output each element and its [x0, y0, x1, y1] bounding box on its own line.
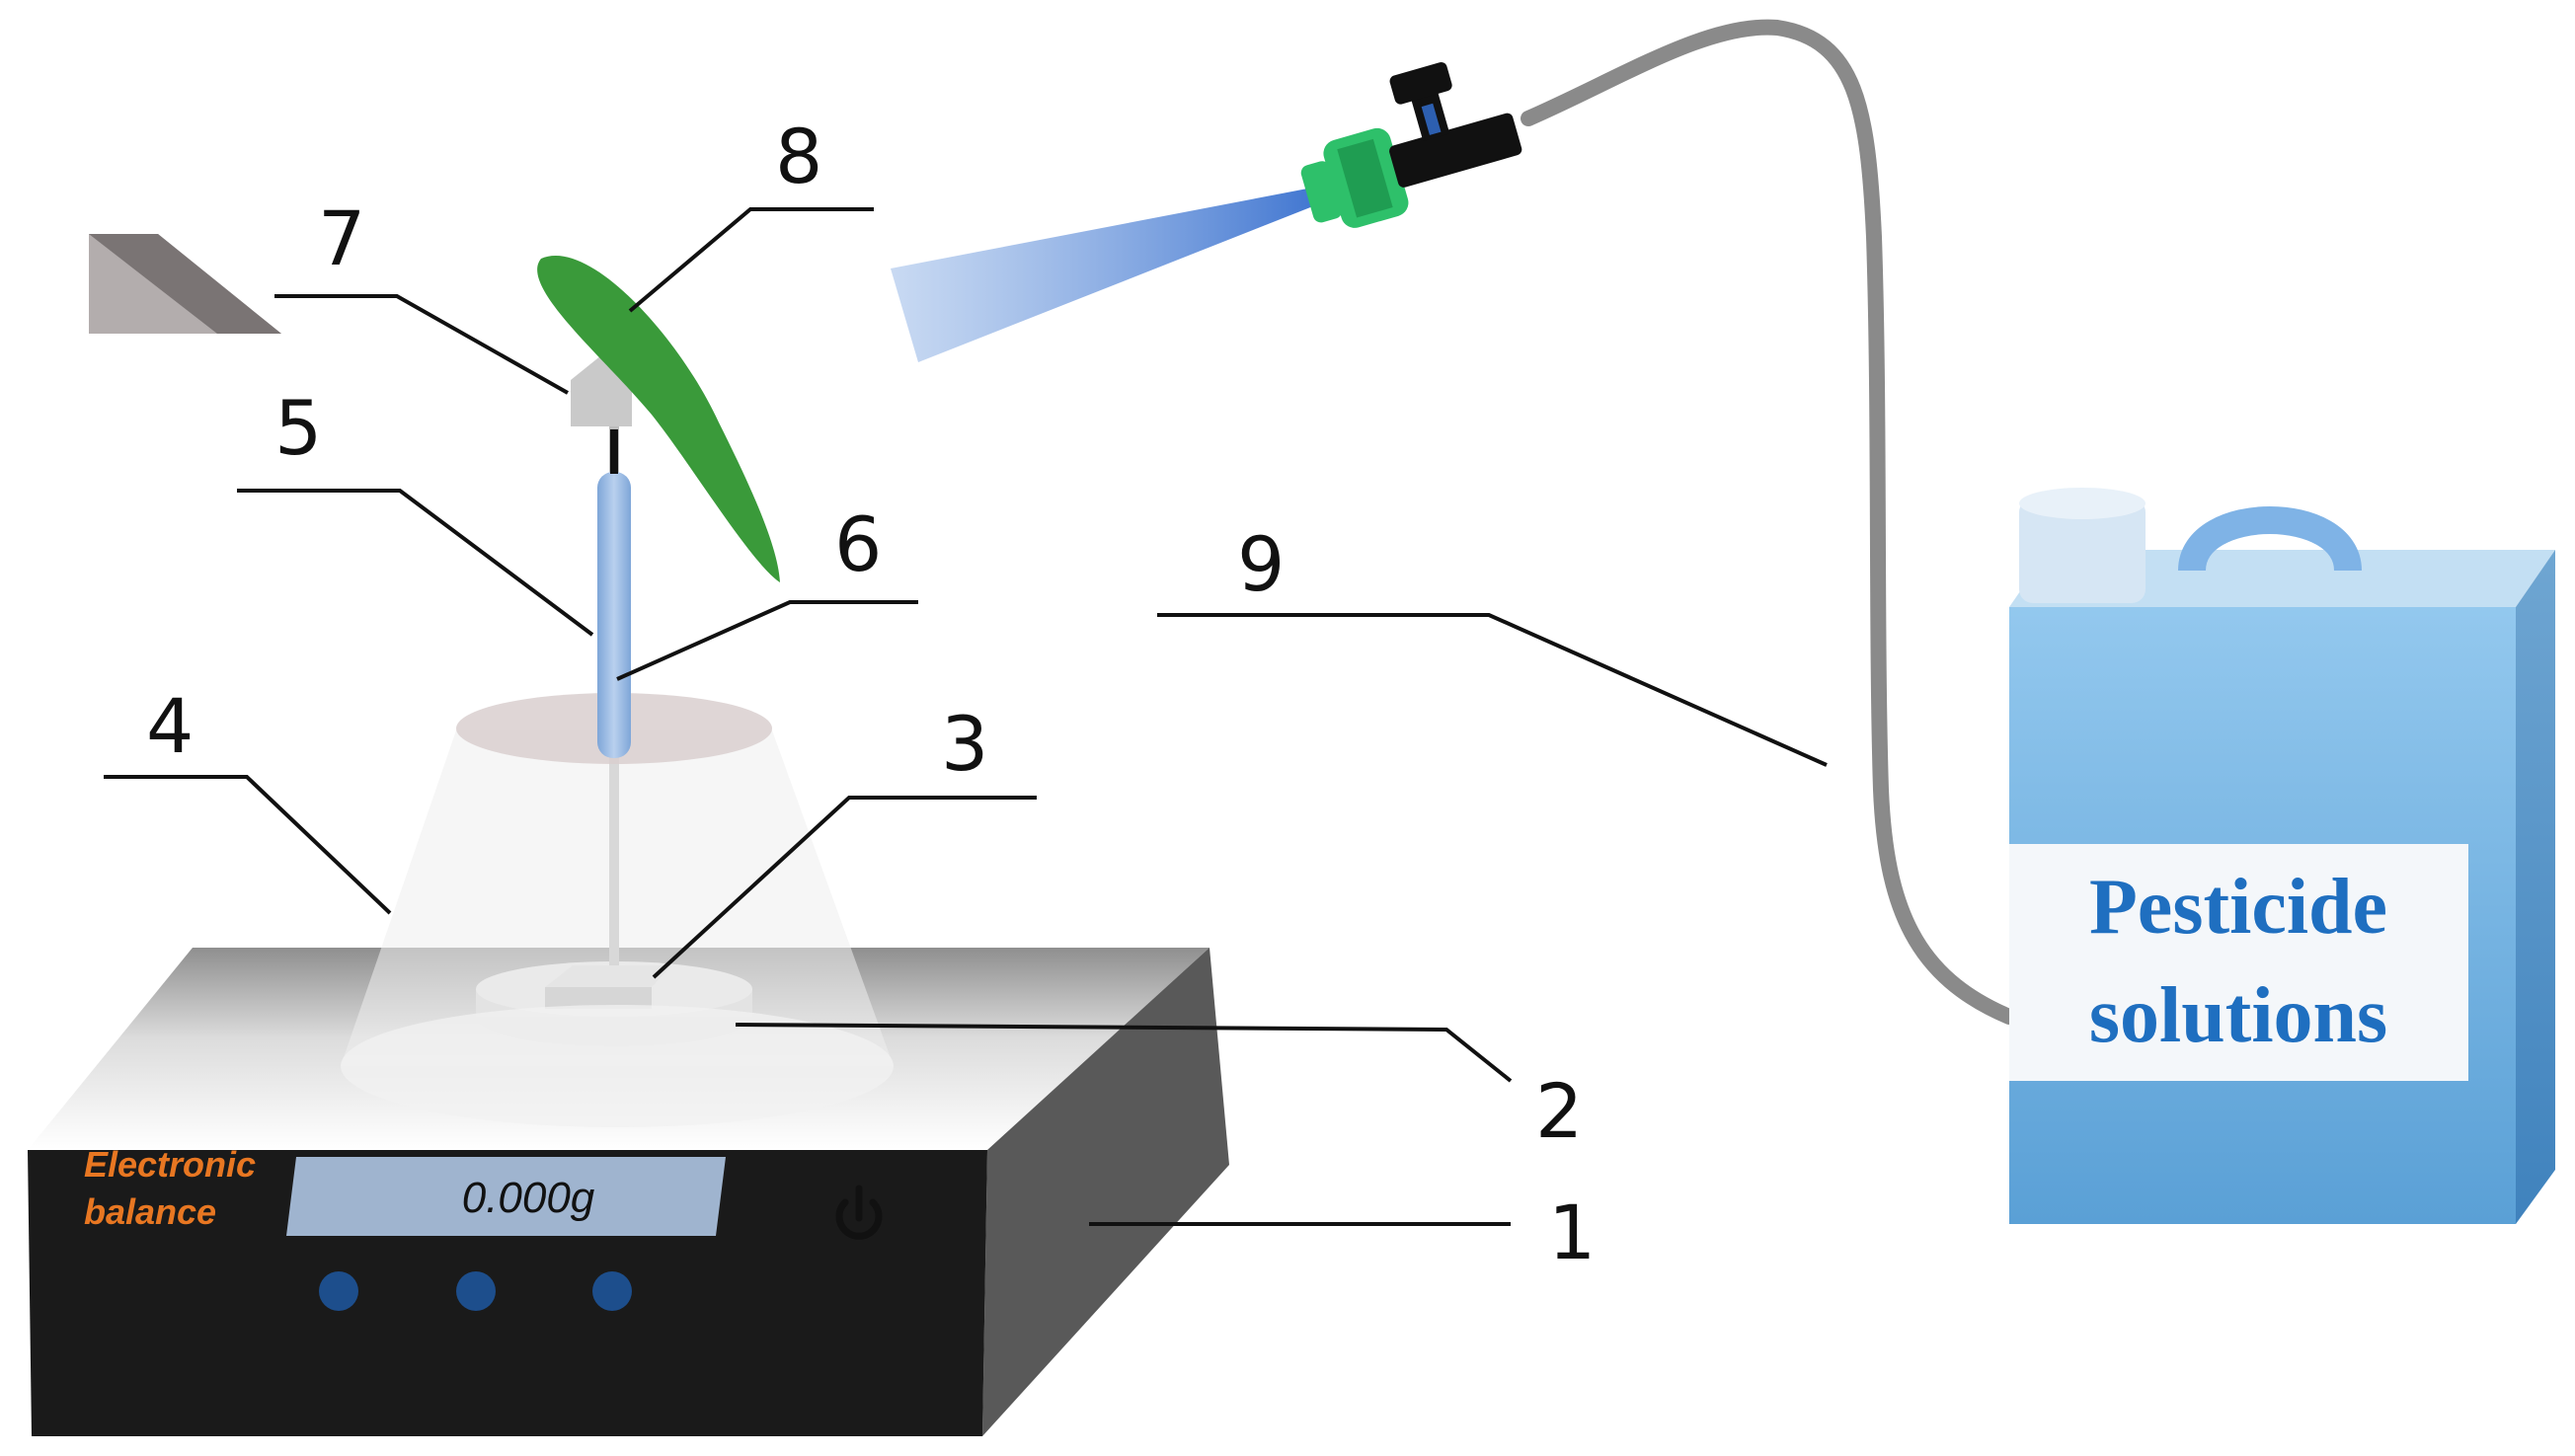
- leader-4: [104, 775, 392, 915]
- container-label-line1: Pesticide: [2089, 864, 2387, 951]
- balance-brand-line1: Electronic: [84, 1144, 256, 1185]
- windshield-cover: [341, 693, 894, 1127]
- leader-2: [735, 1023, 1513, 1083]
- callout-4: 4: [146, 682, 194, 770]
- callout-7: 7: [318, 194, 365, 282]
- callout-2: 2: [1535, 1067, 1583, 1155]
- balance-display-panel: [286, 1157, 726, 1236]
- reference-wedge: [89, 234, 281, 334]
- container-handle: [2178, 506, 2362, 573]
- callout-numbers: 1 2 3 4 5 6 7 8 9: [146, 113, 1596, 1276]
- leader-9: [1157, 613, 1828, 767]
- container-cap: [2019, 498, 2146, 603]
- callout-leaders: [104, 207, 1828, 1226]
- spray-nozzle: [1300, 62, 1522, 228]
- balance-right-side: [982, 948, 1229, 1436]
- balance-button-3[interactable]: [592, 1271, 632, 1311]
- container-side: [2516, 550, 2555, 1224]
- callout-9: 9: [1237, 520, 1285, 608]
- callout-8: 8: [775, 113, 822, 200]
- power-icon[interactable]: [835, 1185, 883, 1240]
- hose: [1521, 19, 2017, 1025]
- leader-3: [652, 796, 1037, 979]
- callout-6: 6: [834, 500, 882, 588]
- leader-8: [628, 207, 874, 313]
- callout-1: 1: [1548, 1188, 1596, 1276]
- balance-reading: 0.000g: [462, 1174, 595, 1222]
- glass-tube: [597, 472, 631, 758]
- container-label-line2: solutions: [2089, 972, 2387, 1059]
- callout-5: 5: [274, 384, 322, 472]
- pesticide-container: Pesticide solutions: [2009, 488, 2555, 1224]
- leader-6: [616, 600, 918, 681]
- callout-3: 3: [941, 700, 988, 788]
- container-top: [2009, 550, 2555, 607]
- leader-5: [237, 489, 594, 637]
- balance-button-2[interactable]: [456, 1271, 496, 1311]
- balance-front-face: [28, 1150, 987, 1436]
- container-label-panel: [2009, 844, 2468, 1081]
- electronic-balance: 0.000g Electronic balance: [28, 948, 1229, 1436]
- balance-button-1[interactable]: [319, 1271, 358, 1311]
- balance-brand-line2: balance: [84, 1191, 216, 1232]
- leader-7: [274, 294, 569, 395]
- leaf: [537, 256, 780, 582]
- spray-cone: [891, 186, 1323, 362]
